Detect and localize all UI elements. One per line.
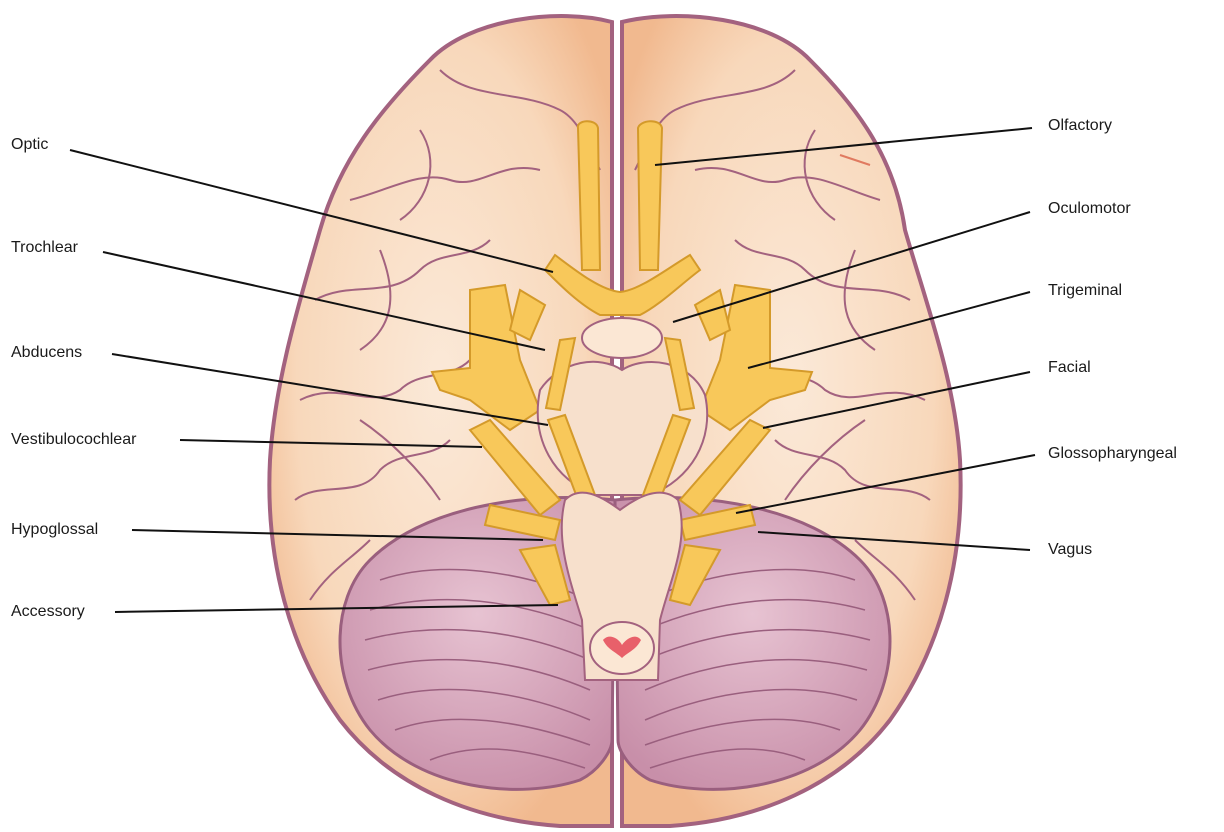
olfactory-tracts (578, 121, 662, 270)
label-oculomotor: Oculomotor (1048, 201, 1131, 217)
label-trochlear: Trochlear (11, 240, 78, 256)
label-hypoglossal: Hypoglossal (11, 522, 98, 538)
label-accessory: Accessory (11, 604, 85, 620)
label-trigeminal: Trigeminal (1048, 283, 1122, 299)
label-optic: Optic (11, 137, 48, 153)
label-glossopharyngeal: Glossopharyngeal (1048, 446, 1177, 462)
label-vestibulocochlear: Vestibulocochlear (11, 432, 136, 448)
label-abducens: Abducens (11, 345, 82, 361)
label-vagus: Vagus (1048, 542, 1092, 558)
label-facial: Facial (1048, 360, 1091, 376)
label-olfactory: Olfactory (1048, 118, 1112, 134)
pituitary (582, 318, 662, 358)
